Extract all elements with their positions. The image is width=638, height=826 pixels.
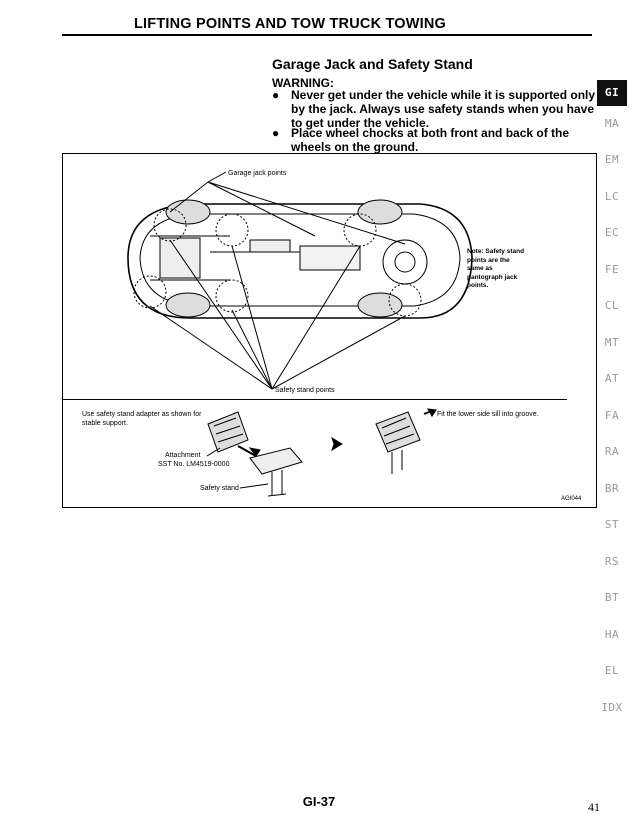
figure-divider [62, 399, 567, 400]
wheel-rear-right [357, 292, 403, 318]
attachment-label: Attachment [165, 452, 201, 459]
rear-differential [382, 239, 428, 285]
leader-line [207, 181, 406, 245]
tab-idx[interactable]: IDX [601, 700, 623, 714]
tab-cl[interactable]: CL [604, 299, 620, 312]
pointer-arrow-icon [427, 408, 437, 417]
tab-fa[interactable]: FA [604, 408, 620, 422]
tab-ra[interactable]: RA [604, 445, 620, 458]
jack-point-circle [153, 208, 187, 242]
right-arrow-icon [331, 436, 343, 452]
safety-stand [267, 470, 287, 497]
fit-instruction: Fit the lower side sill into groove. [437, 411, 539, 418]
bullet-text: Place wheel chocks at both front and bac… [291, 126, 570, 154]
tab-bt[interactable]: BT [604, 591, 620, 604]
leader-line [231, 309, 273, 390]
sst-number-label: SST No. LM4519-0000 [158, 461, 230, 468]
leader-line [239, 483, 269, 489]
tab-ha[interactable]: HA [604, 627, 620, 641]
wheel-front-right [165, 292, 211, 318]
tab-fe[interactable]: FE [604, 262, 620, 276]
tab-st[interactable]: ST [604, 518, 620, 531]
adapter-instruction: Use safety stand adapter as shown for st… [82, 411, 202, 427]
bullet-dot: ● [272, 88, 280, 102]
title-rule [62, 34, 592, 36]
leader-line [271, 245, 361, 390]
wheel-rear-left [357, 199, 403, 225]
jack-point-circle [215, 279, 249, 313]
tab-ec[interactable]: EC [604, 226, 620, 239]
section-title: Garage Jack and Safety Stand [272, 56, 473, 72]
fuel-tank [299, 245, 361, 271]
muffler [249, 239, 291, 253]
wheel-front-left [165, 199, 211, 225]
adapter-block [207, 411, 249, 453]
tab-br[interactable]: BR [604, 481, 620, 495]
engine-block [159, 237, 201, 279]
tab-el[interactable]: EL [604, 664, 620, 677]
bullet-text: Never get under the vehicle while it is … [291, 88, 596, 130]
page-title: LIFTING POINTS AND TOW TRUCK TOWING [133, 16, 447, 32]
figure-code: AGI044 [561, 496, 582, 502]
leader-line [231, 245, 273, 390]
garage-jack-points-label: Garage jack points [228, 170, 287, 177]
page-code: GI-37 [302, 794, 336, 809]
tab-em[interactable]: EM [604, 153, 620, 166]
tab-at[interactable]: AT [604, 372, 620, 385]
tab-mt[interactable]: MT [604, 335, 620, 349]
jack-point-circle [133, 275, 167, 309]
attachment-piece [249, 447, 303, 475]
arrow-icon [237, 445, 257, 457]
page-number: 41 [588, 800, 600, 814]
leader-line [149, 305, 273, 390]
warning-bullet: ● Place wheel chocks at both front and b… [272, 126, 602, 156]
leader-line [206, 447, 221, 457]
leader-line [207, 181, 316, 237]
safety-stand-label: Safety stand [200, 485, 239, 492]
car-body-outline [127, 203, 473, 319]
tab-gi[interactable]: GI [597, 80, 627, 106]
warning-bullet: ● Never get under the vehicle while it i… [272, 88, 602, 138]
tab-ma[interactable]: MA [604, 116, 620, 130]
warning-label: WARNING: [272, 76, 334, 90]
arrow-head-icon [248, 447, 261, 457]
note-text: Note: Safety stand points are the same a… [467, 248, 525, 289]
tab-rs[interactable]: RS [604, 554, 620, 568]
leader-line [169, 239, 273, 390]
fitted-stand-assembly [375, 411, 421, 453]
bullet-dot: ● [272, 126, 280, 140]
safety-stand-points-label: Safety stand points [275, 387, 335, 394]
tab-lc[interactable]: LC [604, 189, 620, 203]
leader-line [271, 315, 406, 390]
jack-point-circle [215, 213, 249, 247]
figure-frame [62, 153, 597, 508]
